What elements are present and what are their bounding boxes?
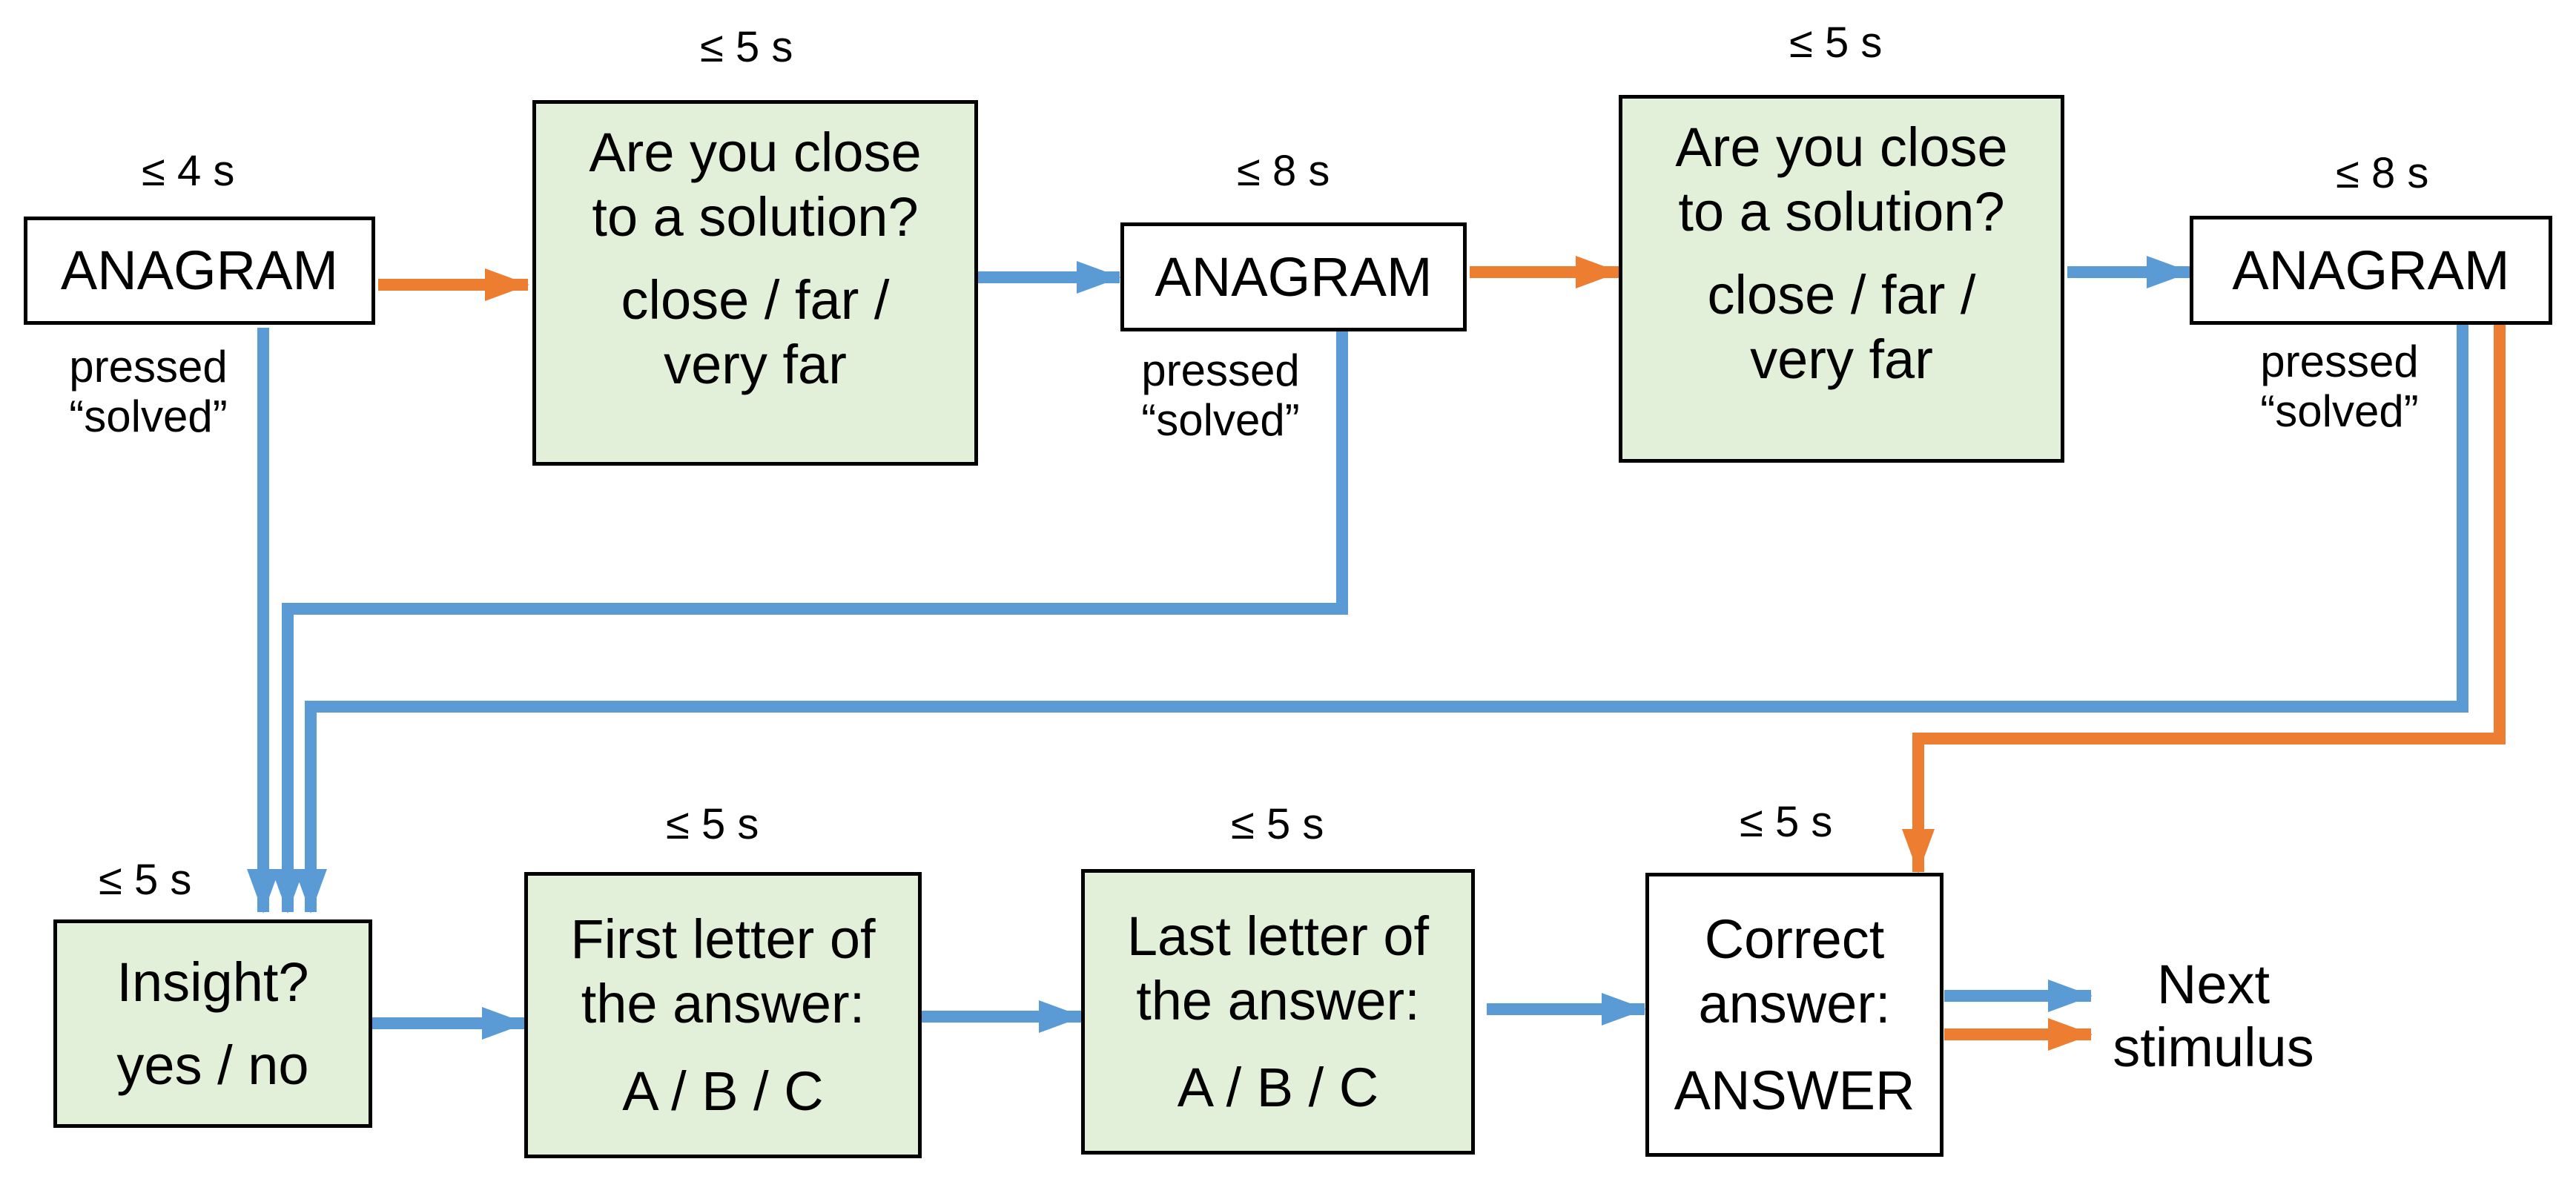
timing-question2: ≤ 5 s [1789, 19, 1883, 67]
correct-answer-value: ANSWER [1674, 1060, 1915, 1122]
anagram-label-3: ANAGRAM [2232, 239, 2510, 301]
timing-insight: ≤ 5 s [99, 856, 192, 904]
insight-box: Insight? yes / no [53, 919, 372, 1128]
first-letter-options: A / B / C [622, 1060, 824, 1122]
timing-correct-answer: ≤ 5 s [1740, 798, 1833, 846]
next-stimulus-label: Next stimulus [2113, 954, 2314, 1079]
anagram-box-2: ANAGRAM [1120, 222, 1467, 331]
anagram-box-1: ANAGRAM [24, 217, 375, 325]
timing-anagram3: ≤ 8 s [2336, 149, 2429, 197]
first-letter-box: First letter of the answer: A / B / C [524, 872, 922, 1158]
first-letter-text-b: the answer: [581, 973, 865, 1035]
pressed-solved-label-2: pressed “solved” [1141, 346, 1300, 446]
timing-anagram1: ≤ 4 s [142, 147, 235, 195]
close-question-box-2: Are you close to a solution? close / far… [1619, 95, 2064, 463]
correct-answer-text-a: Correct [1704, 908, 1885, 970]
timing-first-letter: ≤ 5 s [666, 800, 759, 848]
close-question-options-2b: very far [1750, 328, 1933, 390]
insight-options: yes / no [116, 1034, 309, 1096]
last-letter-text-b: the answer: [1136, 969, 1420, 1031]
insight-question: Insight? [116, 951, 309, 1014]
anagram-label-1: ANAGRAM [60, 240, 339, 302]
pressed-solved-label-1: pressed “solved” [69, 342, 228, 442]
timing-last-letter: ≤ 5 s [1231, 800, 1324, 848]
arrow-anagram2-solved-to-insight [271, 329, 1348, 914]
close-question-text-1a: Are you close [589, 122, 922, 183]
last-letter-text-a: Last letter of [1126, 905, 1430, 967]
correct-answer-text-b: answer: [1698, 972, 1891, 1034]
first-letter-text-a: First letter of [570, 908, 876, 971]
close-question-text-2b: to a solution? [1678, 181, 2005, 243]
timing-anagram2: ≤ 8 s [1237, 147, 1330, 195]
close-question-options-1a: close / far / [621, 268, 890, 331]
close-question-text-1b: to a solution? [592, 186, 919, 248]
anagram-label-2: ANAGRAM [1155, 245, 1433, 308]
close-question-options-2a: close / far / [1707, 263, 1976, 326]
last-letter-box: Last letter of the answer: A / B / C [1081, 869, 1475, 1155]
last-letter-options: A / B / C [1177, 1057, 1379, 1119]
correct-answer-box: Correct answer: ANSWER [1645, 873, 1943, 1157]
close-question-text-2a: Are you close [1675, 116, 2008, 178]
timing-question1: ≤ 5 s [700, 23, 793, 71]
arrow-anagram3-timeout-to-correct [1902, 325, 2506, 873]
close-question-box-1: Are you close to a solution? close / far… [532, 100, 978, 466]
close-question-options-1b: very far [664, 333, 847, 395]
pressed-solved-label-3: pressed “solved” [2260, 337, 2419, 437]
anagram-box-3: ANAGRAM [2190, 216, 2552, 325]
arrow-anagram3-solved-to-insight [294, 325, 2468, 914]
